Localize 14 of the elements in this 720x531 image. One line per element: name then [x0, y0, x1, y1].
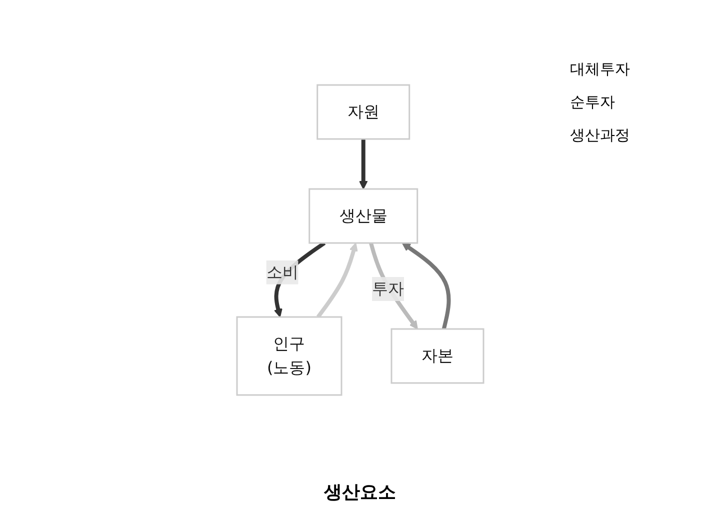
arrow [402, 242, 450, 330]
text-label: 순투자 [570, 93, 616, 112]
caption: 생산요소 [323, 481, 397, 504]
text-label: 생산과정 [570, 126, 631, 145]
arrow [358, 139, 368, 190]
node-box: 인구 (노동) [236, 316, 342, 396]
arrow [368, 242, 418, 330]
arrow [316, 242, 358, 318]
node-box: 생산물 [308, 188, 418, 244]
edge-label: 투자 [372, 279, 404, 298]
text-label: 대체투자 [570, 60, 631, 79]
edge-label: 소비 [266, 262, 298, 282]
node-box: 자원 [316, 84, 410, 140]
node-box: 자본 [390, 328, 484, 384]
